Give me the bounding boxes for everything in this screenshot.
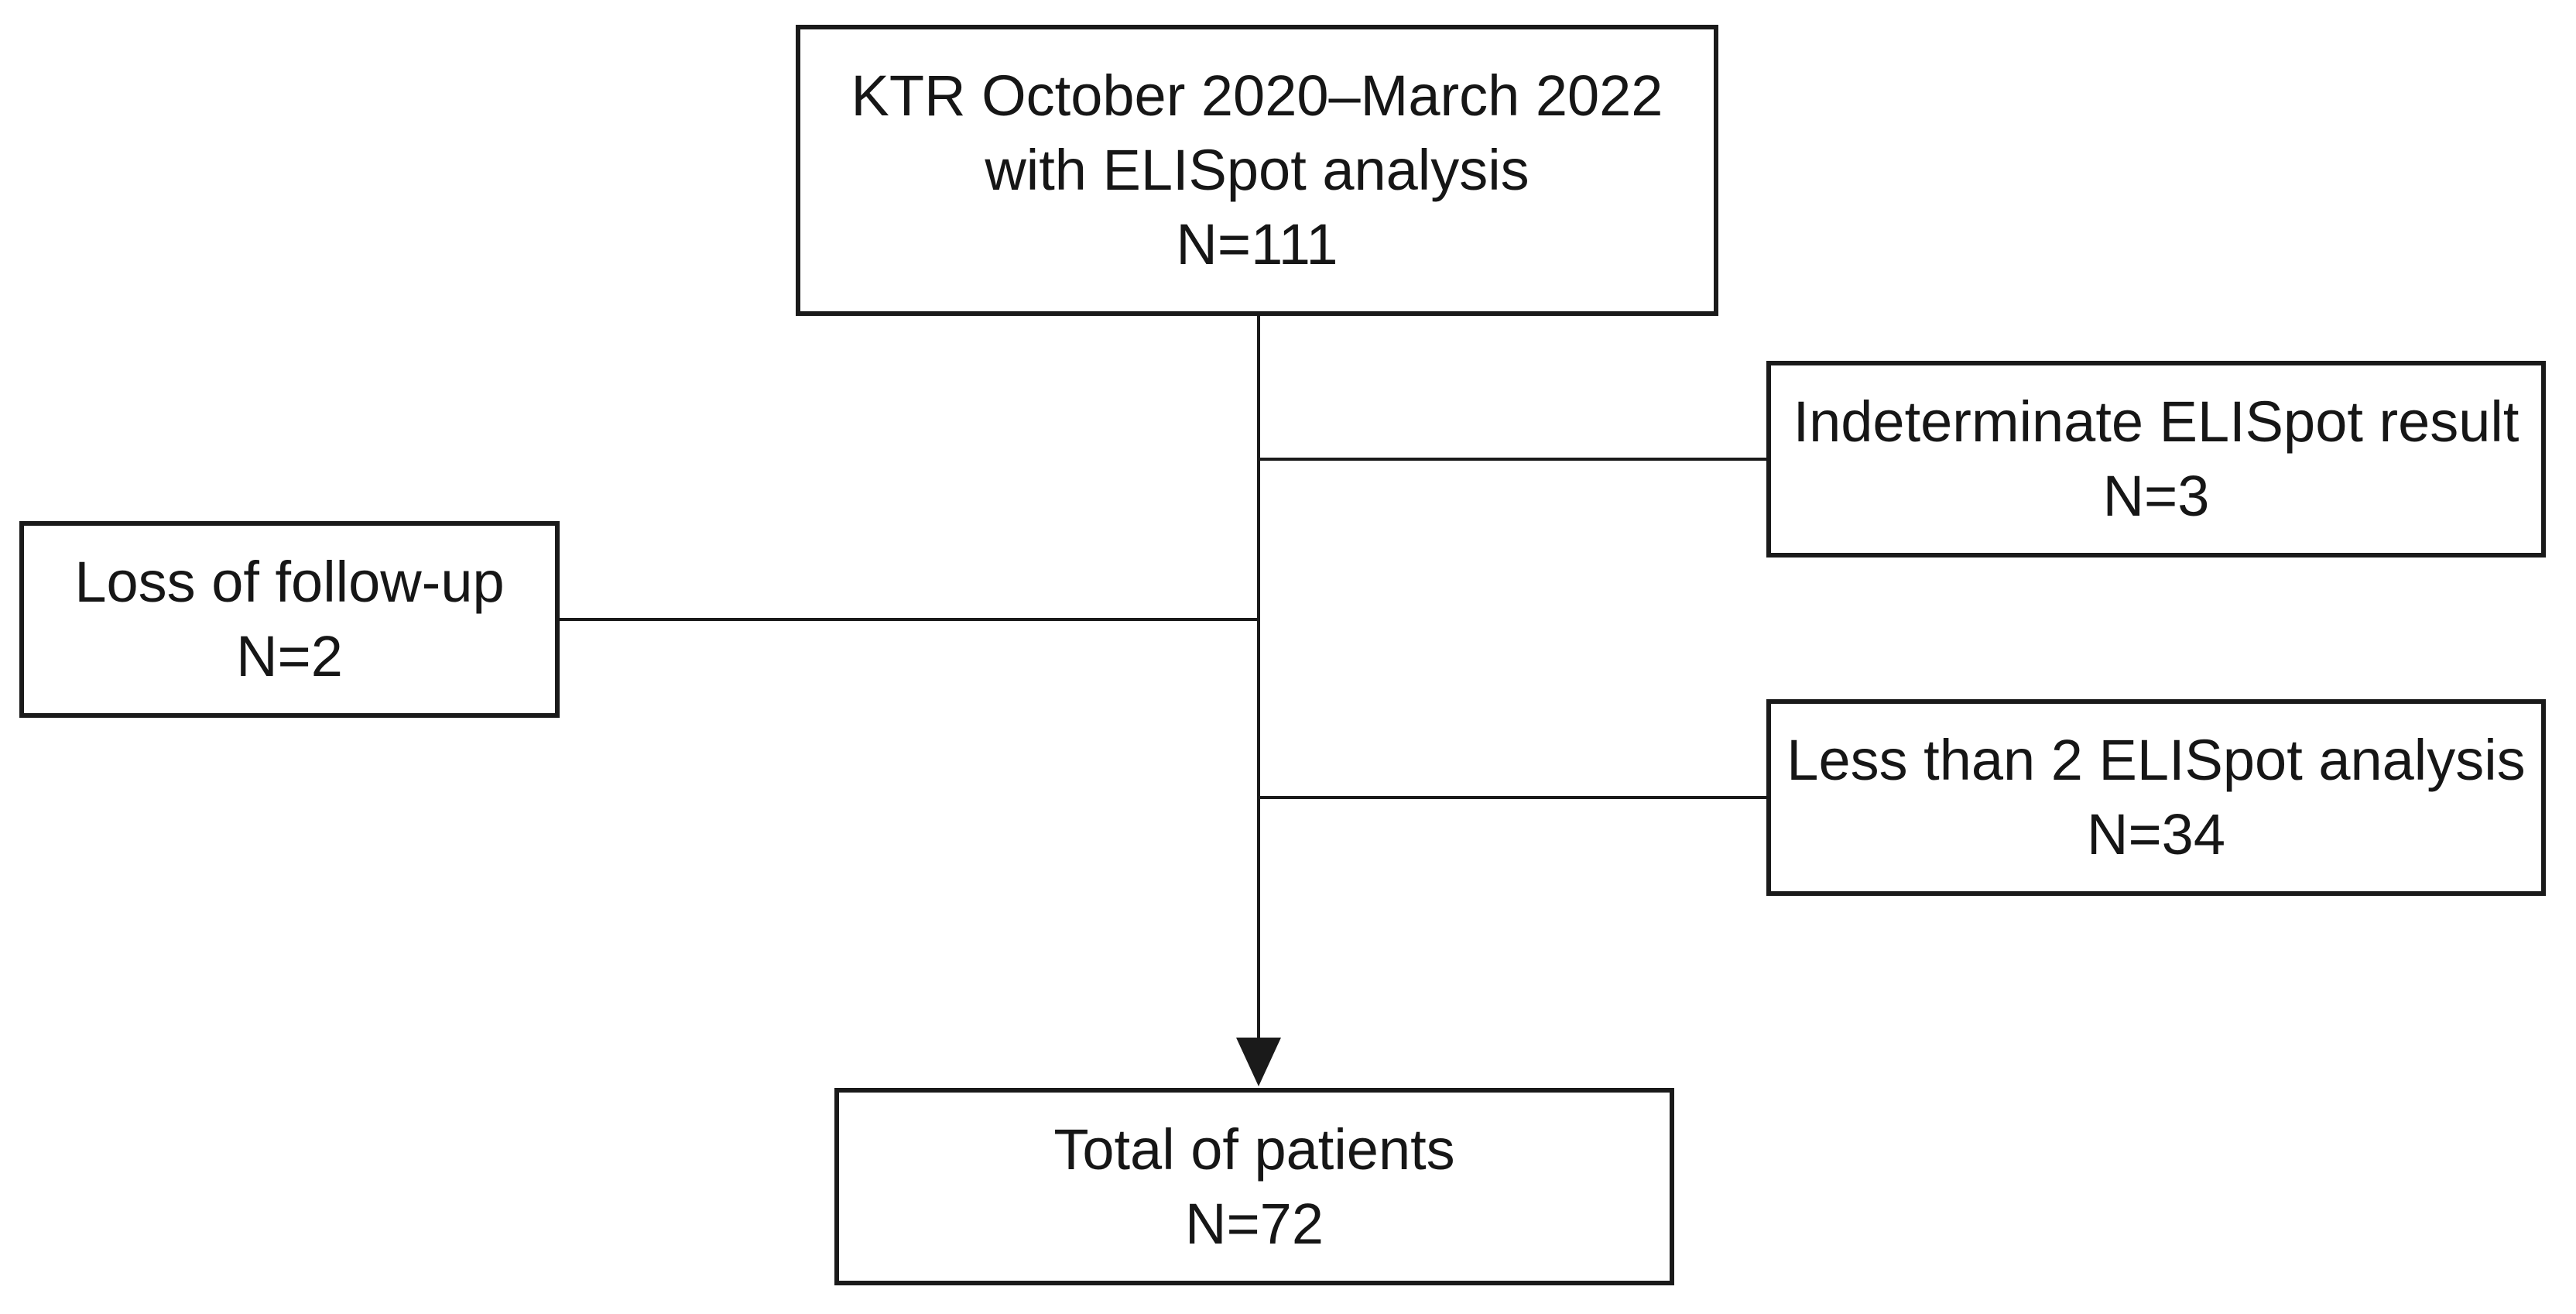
node-indeterminate-count: N=3 bbox=[2102, 464, 2210, 528]
node-population-line1: KTR October 2020–March 2022 bbox=[851, 63, 1663, 128]
node-population-count: N=111 bbox=[1176, 212, 1338, 276]
node-less-line1: Less than 2 ELISpot analysis bbox=[1786, 728, 2526, 792]
branch-line-loss-followup bbox=[560, 618, 1259, 621]
node-indeterminate-line1: Indeterminate ELISpot result bbox=[1793, 389, 2519, 454]
node-indeterminate-result: Indeterminate ELISpot result N=3 bbox=[1766, 361, 2546, 558]
node-loss-of-followup: Loss of follow-up N=2 bbox=[19, 521, 560, 718]
node-loss-count: N=2 bbox=[236, 624, 343, 688]
node-less-than-two-analysis: Less than 2 ELISpot analysis N=34 bbox=[1766, 699, 2546, 896]
trunk-connector-line bbox=[1257, 316, 1260, 1040]
node-total-count: N=72 bbox=[1185, 1191, 1324, 1256]
branch-line-indeterminate bbox=[1259, 458, 1766, 461]
node-loss-line1: Loss of follow-up bbox=[74, 550, 505, 614]
arrowhead-down-icon bbox=[1236, 1038, 1281, 1086]
node-population-line2: with ELISpot analysis bbox=[985, 138, 1530, 202]
node-total-patients: Total of patients N=72 bbox=[834, 1088, 1674, 1285]
branch-line-less-than-two bbox=[1259, 796, 1766, 799]
node-less-count: N=34 bbox=[2087, 802, 2225, 866]
node-total-line1: Total of patients bbox=[1053, 1117, 1455, 1182]
node-ktr-elispot-population: KTR October 2020–March 2022 with ELISpot… bbox=[796, 25, 1718, 316]
